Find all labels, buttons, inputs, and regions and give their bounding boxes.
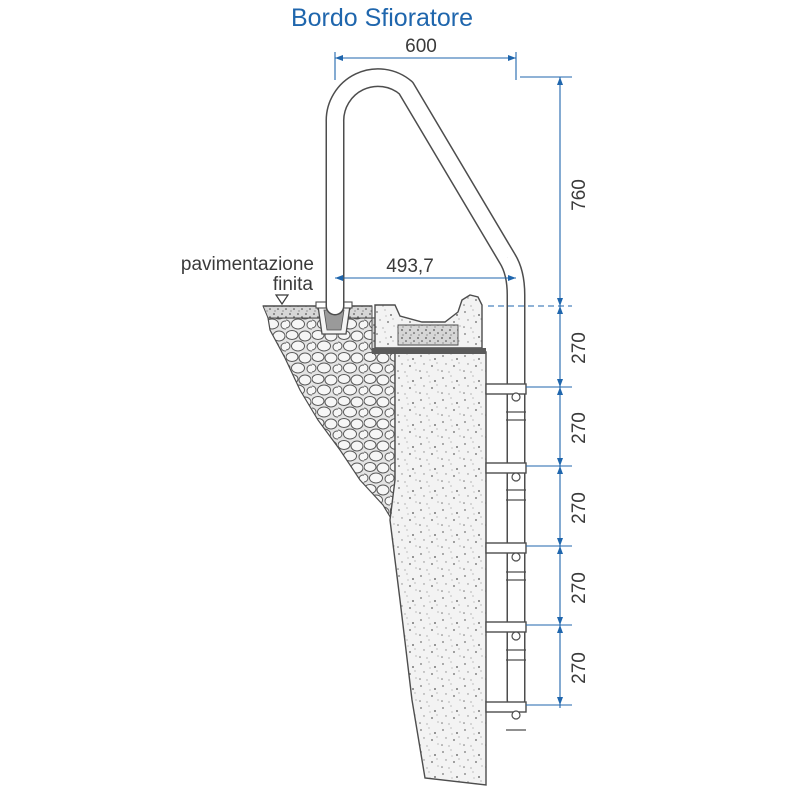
step-spacing-2-label: 270 <box>569 412 590 444</box>
step-bracket-4 <box>485 621 527 633</box>
coping-ledge <box>372 348 486 354</box>
dimension-493 <box>335 275 516 281</box>
step-brackets <box>485 383 527 713</box>
dimension-600 <box>334 52 517 80</box>
tube-segment-breaks <box>506 411 526 731</box>
handrail-tube <box>325 68 526 710</box>
overflow-channel <box>397 324 459 346</box>
floor-level-marker-icon <box>274 294 290 306</box>
vertical-dimension-chain <box>488 76 572 708</box>
step-spacing-5-label: 270 <box>569 652 590 684</box>
step-bracket-3 <box>485 542 527 554</box>
step-bolts <box>511 392 521 720</box>
step-spacing-1-label: 270 <box>569 332 590 364</box>
step-bracket-1 <box>485 383 527 395</box>
floor-label-line2: finita <box>273 274 314 295</box>
drawing-title: Bordo Sfioratore <box>291 4 473 32</box>
step-bracket-5 <box>485 701 527 713</box>
step-bracket-2 <box>485 462 527 474</box>
concrete-wall <box>389 351 487 786</box>
floor-label-line1: pavimentazione <box>181 254 314 275</box>
dimension-760-label: 760 <box>569 179 590 211</box>
step-spacing-4-label: 270 <box>569 572 590 604</box>
dimension-493-label: 493,7 <box>386 256 434 277</box>
dimension-600-label: 600 <box>405 36 437 57</box>
step-spacing-3-label: 270 <box>569 492 590 524</box>
